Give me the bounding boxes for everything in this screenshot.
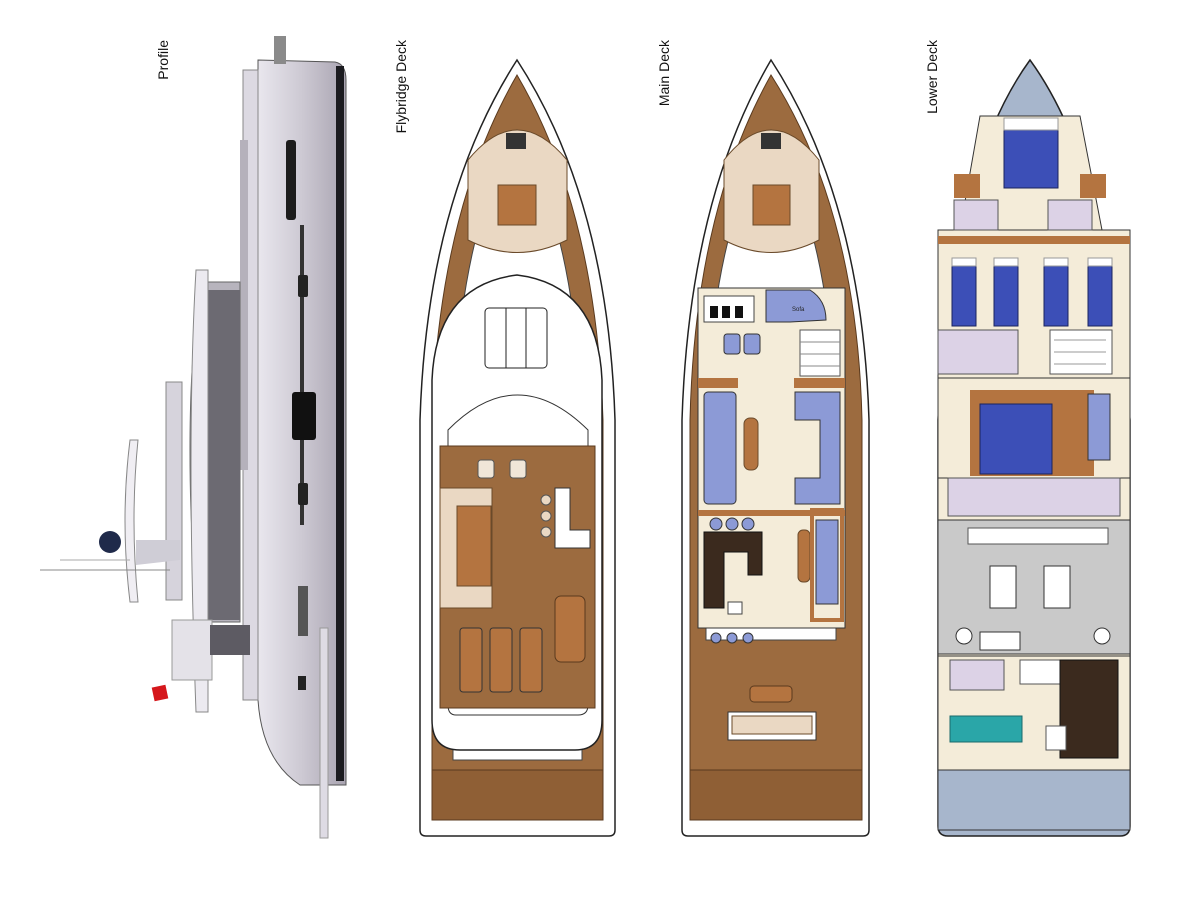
flybridge-bar [554,487,591,549]
profile-view [40,36,347,839]
flybridge-plan [419,58,616,837]
lower-deck-panel: Lower Deck [920,0,1200,920]
profile-ensign-flag [151,684,169,702]
sofa-label: Sofa [792,307,805,313]
flybridge-panel: Flybridge Deck [360,0,640,920]
profile-radar-dome [99,531,121,553]
lower-deck-plan [937,58,1131,837]
lower-deck-owner-bed [979,403,1053,475]
lower-deck-engine [1043,565,1071,609]
main-deck-sofa-stbd [794,391,841,505]
main-deck-sofa-fwd [765,289,827,323]
profile-window [286,140,296,220]
lower-deck-twin-bed [951,257,977,327]
flybridge-sunlounger [489,627,513,693]
flybridge-sunlounger [459,627,483,693]
profile-hull-stripe [336,66,344,781]
main-deck-panel: Main Deck Sofa [640,0,920,920]
lower-deck-twin-bed [993,257,1019,327]
lower-deck-crew-bed [949,715,1023,743]
lower-deck-twin-bed [1087,257,1113,327]
main-deck-cockpit-table [749,685,793,703]
lower-deck-crew-galley [1059,659,1119,759]
profile-panel: Profile [0,0,360,920]
main-deck-plan: Sofa [681,58,870,837]
profile-hardtop [190,269,209,713]
lower-deck-engine [989,565,1017,609]
flybridge-sunlounger [519,627,543,693]
main-deck-sofa-port [703,391,737,505]
main-deck-galley [703,531,763,609]
lower-deck-twin-bed [1043,257,1069,327]
